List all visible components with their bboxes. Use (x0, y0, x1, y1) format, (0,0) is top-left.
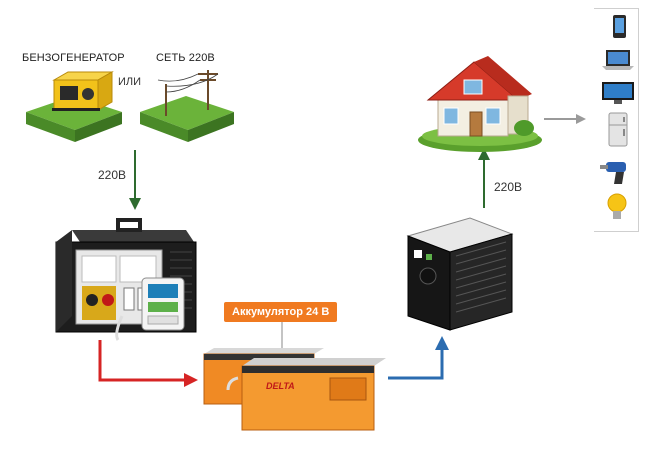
or-label: ИЛИ (118, 76, 142, 88)
input-arrow (129, 150, 141, 210)
input-voltage-label: 220В (98, 168, 127, 182)
discharge-arrow (388, 336, 449, 380)
power-grid-illustration (140, 70, 234, 142)
fridge-icon (608, 112, 628, 147)
drill-icon (600, 162, 626, 184)
charge-arrow (98, 340, 198, 387)
tv-icon (602, 82, 634, 104)
battery-pack (203, 348, 386, 431)
battery-label: Аккумулятор 24 В (224, 302, 338, 322)
generator-body (52, 71, 114, 111)
laptop-icon (602, 50, 634, 70)
bulb-icon (607, 193, 627, 219)
grid-label: СЕТЬ 220В (156, 52, 215, 64)
appliances-panel (594, 8, 639, 232)
generator-illustration (26, 71, 122, 142)
output-arrow (478, 148, 490, 208)
meter-device (141, 277, 185, 331)
house-illustration (418, 56, 542, 152)
output-voltage-label: 220В (494, 180, 523, 194)
inverter-unit (406, 217, 514, 331)
battery-label-pointer (281, 322, 283, 352)
battery-front (241, 358, 386, 431)
battery-brand: DELTA (266, 381, 295, 391)
generator-label: БЕНЗОГЕНЕРАТОР (22, 52, 125, 64)
smartphone-icon (613, 15, 626, 38)
appliances-arrow (544, 114, 586, 124)
